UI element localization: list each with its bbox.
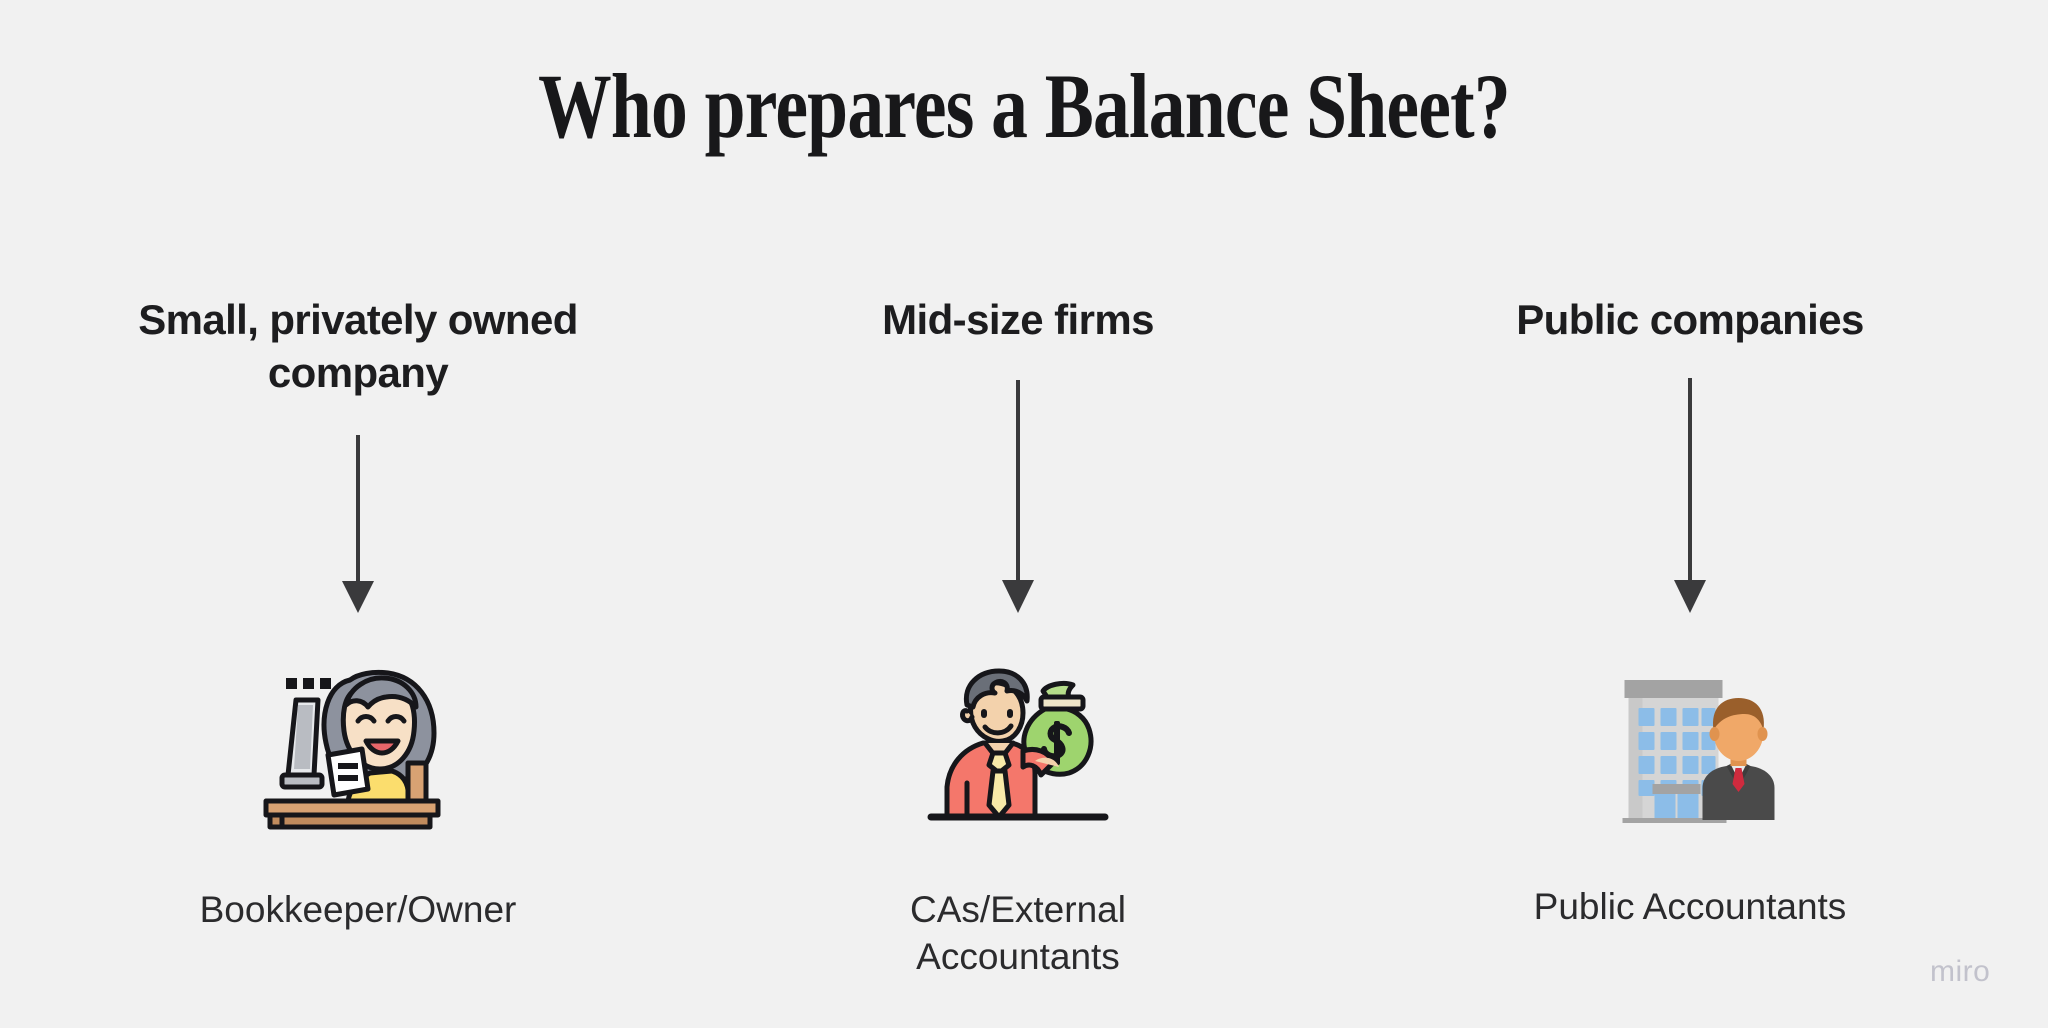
down-arrow-icon-3 [1670, 378, 1710, 615]
page-title: Who prepares a Balance Sheet? [538, 55, 1511, 157]
column-public-companies: Public companies [1380, 0, 2000, 1028]
column-caption-mid-size-firms: CAs/External Accountants [910, 889, 1126, 978]
down-arrow-icon-1 [338, 435, 378, 615]
column-mid-size-firms: Mid-size firms [708, 0, 1328, 1028]
column-caption-small-company: Bookkeeper/Owner [199, 889, 517, 930]
office-building-with-executive-icon [1603, 660, 1778, 830]
column-small-company: Small, privately owned company [48, 0, 668, 1028]
miro-watermark: miro [1930, 955, 1991, 988]
column-heading-mid-size-firms: Mid-size firms [882, 296, 1154, 343]
bookkeeper-at-desk-icon [258, 645, 458, 830]
column-heading-small-company: Small, privately owned company [138, 296, 578, 396]
down-arrow-icon-2 [998, 380, 1038, 615]
column-heading-public-companies: Public companies [1516, 296, 1864, 343]
column-caption-public-companies: Public Accountants [1533, 886, 1847, 927]
accountant-with-money-bag-icon [923, 655, 1113, 825]
